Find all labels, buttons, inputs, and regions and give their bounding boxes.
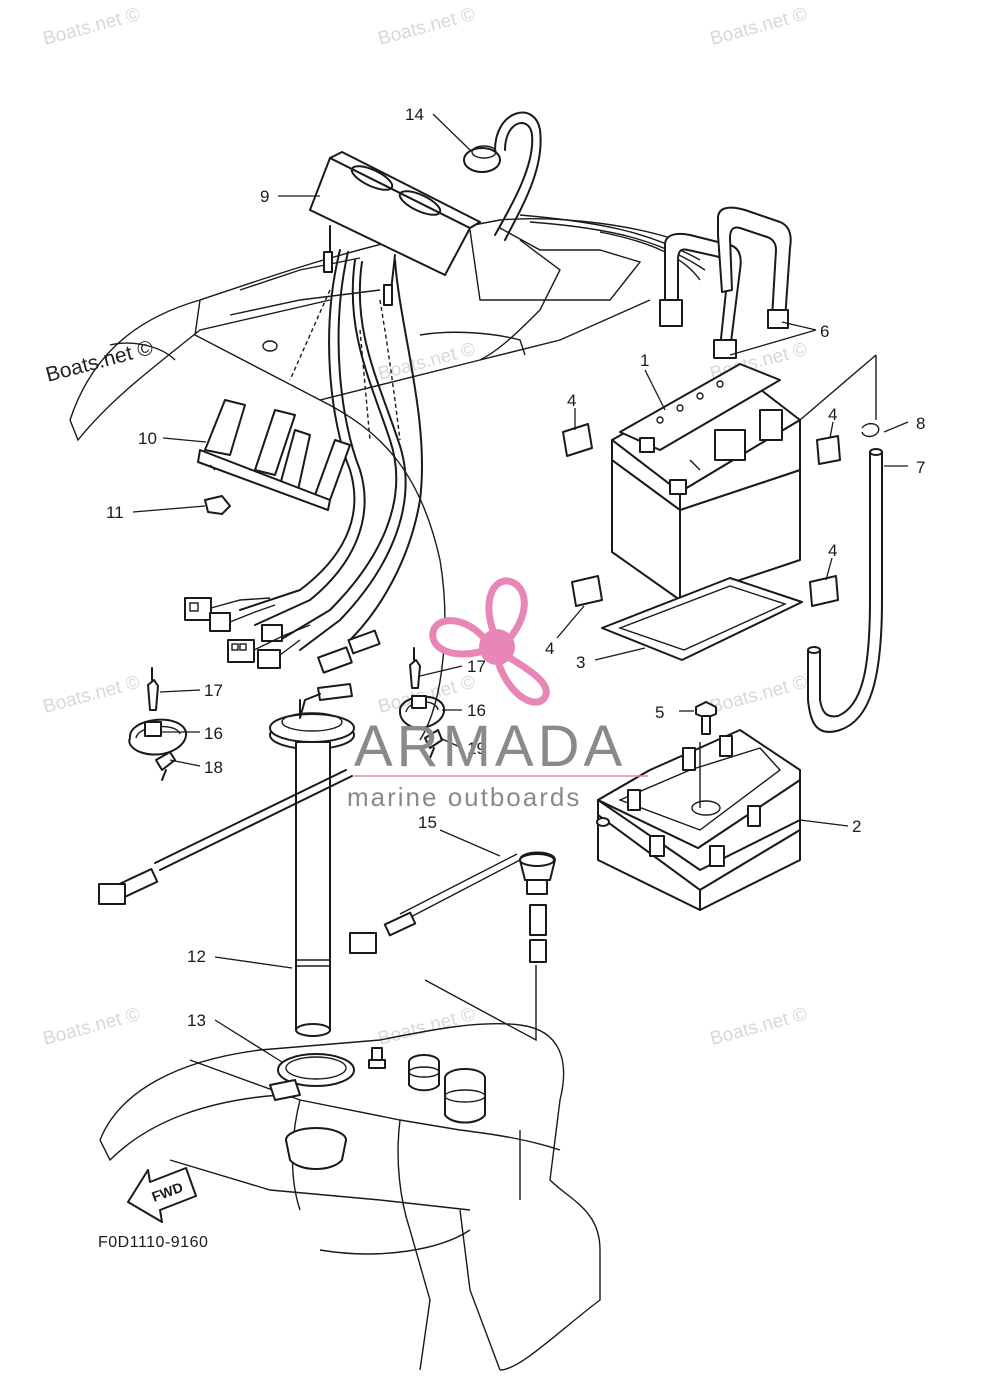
battery-bands (659, 206, 792, 359)
part-label-7: 7 (916, 458, 925, 477)
grommet-cable (463, 111, 542, 241)
part-number-labels: 14 9 10 11 1 4 4 4 4 3 6 8 7 2 5 17 16 1… (106, 105, 925, 1030)
clamps-pins (128, 647, 446, 781)
part-label-5: 5 (655, 703, 664, 722)
part-label-2: 2 (852, 817, 861, 836)
fuel-sender (98, 683, 355, 1037)
watermark: Boats.net © (41, 4, 143, 50)
part-label-18: 18 (204, 758, 223, 777)
part-label-16b: 16 (467, 701, 486, 720)
part-label-10: 10 (138, 429, 157, 448)
part-label-13: 13 (187, 1011, 206, 1030)
part-label-4b: 4 (828, 405, 837, 424)
water-sensor (349, 851, 556, 1042)
watermark: Boats.net © (41, 1004, 143, 1050)
battery (611, 363, 801, 601)
watermark: Boats.net © (376, 1004, 478, 1050)
tank-fittings (269, 1047, 486, 1170)
battery-spacers (562, 423, 841, 607)
watermark: Boats.net © (376, 672, 478, 718)
part-label-6: 6 (820, 322, 829, 341)
propeller-icon (429, 577, 550, 706)
battery-box (596, 729, 801, 911)
part-label-12: 12 (187, 947, 206, 966)
watermark: Boats.net © (376, 339, 478, 385)
watermark: Boats.net © (708, 1004, 810, 1050)
part-label-4d: 4 (545, 639, 554, 658)
part-label-4c: 4 (828, 541, 837, 560)
part-label-14: 14 (405, 105, 424, 124)
brand-logo: ARMADA marine outboards (347, 577, 648, 812)
part-label-8: 8 (916, 414, 925, 433)
part-label-1: 1 (640, 351, 649, 370)
wiring-harness (239, 249, 424, 674)
watermark: Boats.net © (708, 4, 810, 50)
brand-tagline: marine outboards (347, 782, 581, 812)
forward-arrow: FWD (127, 1167, 197, 1223)
watermark: Boats.net © (708, 672, 810, 718)
part-label-3: 3 (576, 653, 585, 672)
part-label-11: 11 (106, 503, 124, 522)
harness-connectors (184, 597, 311, 669)
part-label-9: 9 (260, 187, 269, 206)
watermark: Boats.net © (376, 4, 478, 50)
part-label-17a: 17 (204, 681, 223, 700)
part-label-15: 15 (418, 813, 437, 832)
bracket (197, 399, 351, 511)
part-label-19: 19 (467, 739, 486, 758)
part-label-17b: 17 (467, 657, 486, 676)
battery-pad (601, 577, 803, 661)
breather-hose (799, 354, 883, 733)
watermark: Boats.net © (41, 672, 143, 718)
meter-panel (309, 151, 481, 306)
bolt (695, 701, 717, 735)
fuel-tank (99, 1022, 601, 1371)
part-label-16a: 16 (204, 724, 223, 743)
leader-lines (132, 113, 909, 1063)
brand-name: ARMADA (354, 714, 626, 779)
diagram-code: F0D1110-9160 (98, 1234, 208, 1251)
part-label-4a: 4 (567, 391, 576, 410)
nut (204, 495, 231, 515)
